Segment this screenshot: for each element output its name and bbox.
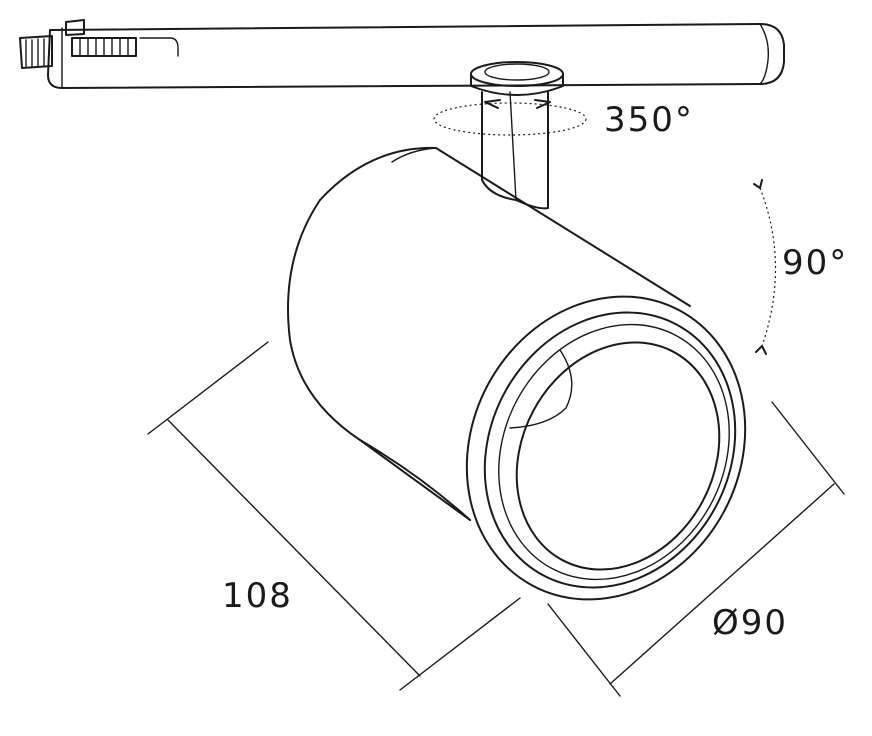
tilt-label: 90°	[782, 243, 848, 283]
diameter-label: Ø90	[712, 603, 788, 643]
swivel-collar	[470, 61, 564, 96]
rotation-label: 350°	[604, 100, 694, 140]
stem	[481, 91, 549, 210]
tilt-indicator	[753, 179, 777, 355]
track-adapter	[19, 19, 785, 89]
spotlight-body	[287, 146, 691, 521]
length-dimension	[147, 341, 521, 691]
length-label: 108	[222, 576, 293, 616]
rotation-indicator	[433, 99, 587, 136]
diameter-dimension	[547, 401, 845, 697]
spotlight-face	[465, 295, 747, 601]
